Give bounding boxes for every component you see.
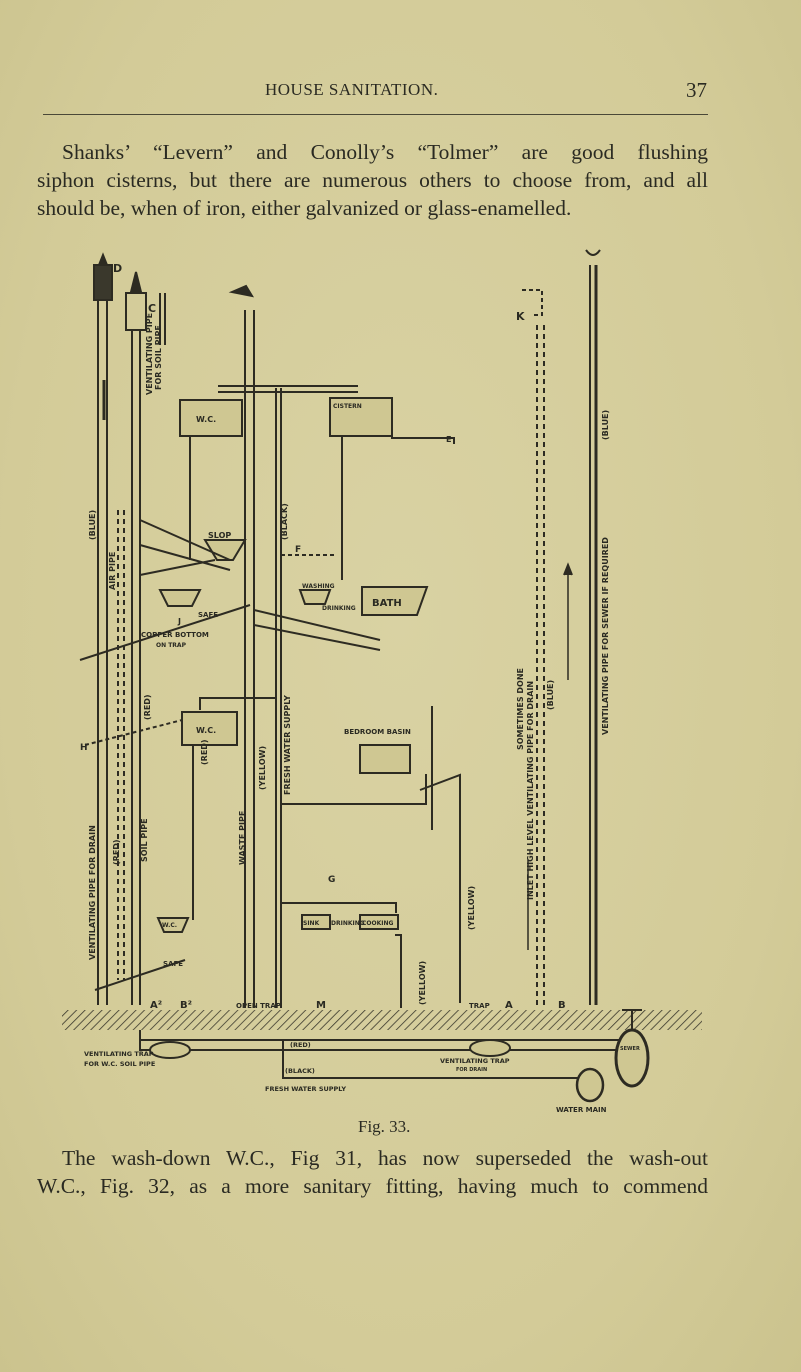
- label-on-trap: ON TRAP: [156, 642, 187, 649]
- label-copper-bottom: COPPER BOTTOM: [141, 631, 209, 639]
- running-head: HOUSE SANITATION. 37: [0, 78, 801, 104]
- water-main: [575, 1067, 605, 1103]
- label-vent-drain: VENTILATING PIPE FOR DRAIN: [88, 825, 97, 960]
- paragraph-bottom: The wash-down W.C., Fig 31, has now supe…: [37, 1144, 708, 1200]
- label-b2: B²: [180, 1000, 192, 1011]
- label-yellow: (YELLOW): [418, 961, 427, 1005]
- wc-basin-lower: [156, 917, 190, 933]
- label-drinking: DRINKING: [331, 920, 365, 927]
- text-line: siphon cisterns, but there are numerous …: [37, 168, 708, 192]
- bath: [361, 586, 429, 616]
- label-bath: BATH: [372, 598, 402, 609]
- label-blue: (BLUE): [546, 680, 555, 710]
- label-red: (RED): [143, 694, 152, 720]
- label-red: (RED): [290, 1041, 311, 1049]
- wc-cistern-middle: [181, 711, 238, 746]
- label-slop: SLOP: [208, 531, 231, 540]
- label-b: B: [558, 1000, 566, 1011]
- label-f: F: [295, 545, 301, 555]
- label-vent-trap-wc-2: FOR W.C. SOIL PIPE: [84, 1060, 155, 1068]
- sink: [301, 914, 331, 930]
- label-water-main: WATER MAIN: [556, 1106, 607, 1114]
- paragraph-top: Shanks’ “Levern” and Conolly’s “Tolmer” …: [37, 138, 708, 222]
- label-k: K: [516, 310, 525, 323]
- label-inlet-vent: INLET HIGH LEVEL VENTILATING PIPE FOR DR…: [526, 681, 535, 900]
- label-cooking: COOKING: [362, 920, 394, 927]
- label-vent-trap-drain: VENTILATING TRAP: [440, 1057, 510, 1065]
- label-black: (BLACK): [280, 503, 289, 540]
- sewer: [614, 1028, 650, 1088]
- washing-basin: [298, 589, 332, 605]
- running-title: HOUSE SANITATION.: [265, 80, 439, 99]
- label-vent-soil-2: FOR SOIL PIPE: [154, 325, 163, 390]
- cistern: [329, 397, 393, 437]
- label-vent-trap-drain-2: FOR DRAIN: [456, 1067, 487, 1073]
- label-m: M: [316, 1000, 326, 1011]
- label-a: A: [505, 1000, 513, 1011]
- label-drinking: DRINKING: [322, 605, 356, 612]
- label-vent-sewer: VENTILATING PIPE FOR SEWER IF REQUIRED: [601, 537, 610, 735]
- label-waste-pipe: WASTE PIPE: [238, 811, 247, 865]
- text-line: should be, when of iron, either galvaniz…: [37, 196, 572, 220]
- label-h: H: [80, 743, 88, 753]
- label-a2: A²: [150, 1000, 162, 1011]
- label-sometimes-done: SOMETIMES DONE: [516, 668, 525, 750]
- bedroom-basin: [359, 744, 411, 774]
- label-air-pipe: AIR PIPE: [108, 552, 117, 590]
- label-d: D: [113, 262, 122, 275]
- label-fresh-water-bottom: FRESH WATER SUPPLY: [265, 1085, 346, 1093]
- label-safe: SAFE: [163, 960, 183, 968]
- fresh-water-main-pipe: [282, 1040, 583, 1079]
- wc-cistern-upper: [179, 399, 243, 437]
- cooking-basin: [359, 914, 399, 930]
- waste-pipe: [228, 284, 255, 1008]
- text-line: Shanks’ “Levern” and Conolly’s “Tolmer” …: [62, 140, 708, 164]
- label-yellow: (YELLOW): [467, 886, 476, 930]
- label-trap: TRAP: [469, 1002, 490, 1010]
- page-number: 37: [686, 78, 707, 102]
- label-wc: W.C.: [196, 726, 216, 735]
- wc-basin-upper: [158, 589, 202, 607]
- label-red: (RED): [112, 839, 121, 865]
- label-safe: SAFE: [198, 611, 218, 619]
- label-black: (BLACK): [285, 1067, 315, 1075]
- label-cistern: CISTERN: [333, 403, 362, 410]
- label-wc: W.C.: [196, 415, 216, 424]
- label-blue: (BLUE): [88, 510, 97, 540]
- label-blue: (BLUE): [601, 410, 610, 440]
- label-open-trap: OPEN TRAP: [236, 1002, 281, 1010]
- label-soil-pipe: SOIL PIPE: [140, 818, 149, 862]
- label-sink: SINK: [303, 920, 320, 927]
- drain-pipe: [139, 1030, 630, 1051]
- label-c: C: [148, 302, 156, 315]
- vent-pipe-d: [93, 252, 113, 1005]
- figure-caption: Fig. 33.: [358, 1117, 411, 1136]
- label-vent-soil: VENTILATING PIPE: [145, 313, 154, 395]
- label-g: G: [328, 875, 335, 885]
- label-red: (RED): [200, 739, 209, 765]
- text-line: W.C., Fig. 32, as a more sanitary fittin…: [37, 1174, 708, 1198]
- label-vent-trap-wc: VENTILATING TRAP: [84, 1050, 154, 1058]
- text-line: The wash-down W.C., Fig 31, has now supe…: [62, 1146, 708, 1170]
- label-j: J: [177, 617, 181, 626]
- vent-pipe-c: [125, 271, 166, 1005]
- label-wc: W.C.: [162, 922, 177, 929]
- label-yellow: (YELLOW): [258, 746, 267, 790]
- header-rule: [43, 114, 708, 115]
- label-fresh-water: FRESH WATER SUPPLY: [283, 695, 292, 795]
- label-bedroom-basin: BEDROOM BASIN: [344, 728, 411, 736]
- label-sewer: SEWER: [620, 1046, 640, 1052]
- label-e: E: [446, 435, 451, 444]
- label-washing: WASHING: [302, 583, 335, 590]
- ground-hatching: [62, 1010, 702, 1030]
